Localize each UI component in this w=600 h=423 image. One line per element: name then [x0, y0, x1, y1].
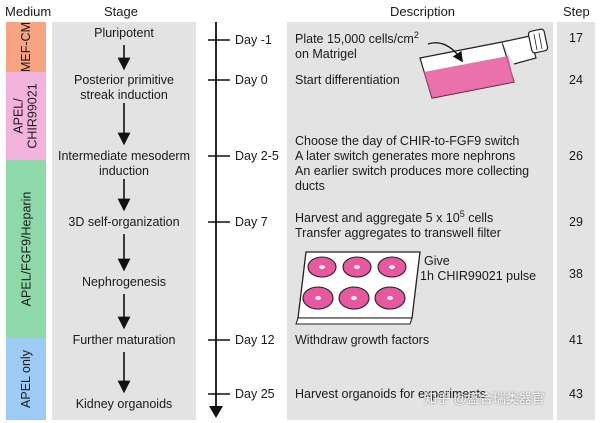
timeline-arrowhead: [209, 406, 223, 418]
description-panel: [287, 22, 553, 420]
desc-superscript: 5: [459, 209, 465, 219]
step-number: 26: [569, 149, 583, 163]
day-label: Day 12: [235, 333, 275, 347]
watermark: 知乎 @盛合瑞类器官: [424, 391, 545, 406]
day-label: Day 0: [235, 73, 268, 87]
medium-band-mef-cm: MEF-CM: [6, 22, 46, 72]
desc-harvest-aggregate: Harvest and aggregate 5 x 105 cells Tran…: [295, 209, 501, 241]
header-description: Description: [390, 4, 456, 19]
desc-line: ducts: [295, 179, 325, 193]
stage-intermediate-mesoderm: Intermediate mesoderm induction: [57, 149, 190, 178]
day-label: Day 2-5: [235, 149, 279, 163]
step-number: 29: [569, 215, 583, 229]
desc-plate-cells: Plate 15,000 cells/cm2 on Matrigel: [295, 30, 419, 62]
stage-self-organization: 3D self-organization: [68, 215, 180, 229]
stage-pluripotent: Pluripotent: [94, 26, 154, 40]
stage-nephrogenesis: Nephrogenesis: [81, 275, 167, 289]
desc-switch: Choose the day of CHIR-to-FGF9 switch A …: [295, 134, 529, 194]
desc-line: 1h CHIR99021 pulse: [420, 269, 537, 283]
desc-withdraw: Withdraw growth factors: [295, 333, 430, 347]
stage-primitive-streak: Posterior primitive streak induction: [73, 73, 175, 102]
header-stage: Stage: [104, 4, 138, 19]
medium-band-apel-chir: APEL/ CHIR99021: [6, 72, 46, 160]
desc-text: Harvest and aggregate 5 x 10: [295, 211, 460, 226]
step-panel: [557, 22, 595, 420]
day-label: Day 25: [235, 387, 275, 401]
desc-line: Give: [424, 254, 450, 268]
day-label: Day -1: [235, 33, 272, 47]
step-number: 43: [569, 387, 583, 401]
desc-text: on Matrigel: [295, 47, 357, 62]
medium-band-apel-fgf9: APEL/FGF9/Heparin: [6, 160, 46, 338]
desc-line: Choose the day of CHIR-to-FGF9 switch: [295, 134, 520, 148]
six-well-plate-illustration: [295, 251, 421, 325]
step-number: 41: [569, 333, 583, 347]
desc-text: cells: [464, 211, 494, 226]
step-number: 24: [569, 73, 583, 87]
culture-flask-illustration: [419, 28, 549, 99]
step-number: 17: [569, 31, 583, 45]
day-label: Day 7: [235, 215, 268, 229]
desc-harvest-organoids: Harvest organoids for experiments: [295, 387, 487, 401]
desc-superscript: 2: [413, 30, 419, 40]
desc-text: Transfer aggregates to transwell filter: [295, 226, 501, 241]
desc-give-pulse: Give 1h CHIR99021 pulse: [420, 254, 536, 284]
header-medium: Medium: [5, 4, 52, 19]
desc-line: A later switch generates more nephrons: [295, 149, 516, 163]
desc-start-differentiation: Start differentiation: [295, 73, 400, 87]
medium-band-apel-only: APEL only: [6, 338, 46, 420]
stage-further-maturation: Further maturation: [72, 333, 176, 347]
header-step: Step: [563, 4, 590, 19]
stage-kidney-organoids: Kidney organoids: [75, 397, 173, 411]
desc-line: An earlier switch produces more collecti…: [295, 164, 530, 178]
step-number: 38: [569, 267, 583, 281]
desc-text: Plate 15,000 cells/cm: [295, 32, 414, 47]
